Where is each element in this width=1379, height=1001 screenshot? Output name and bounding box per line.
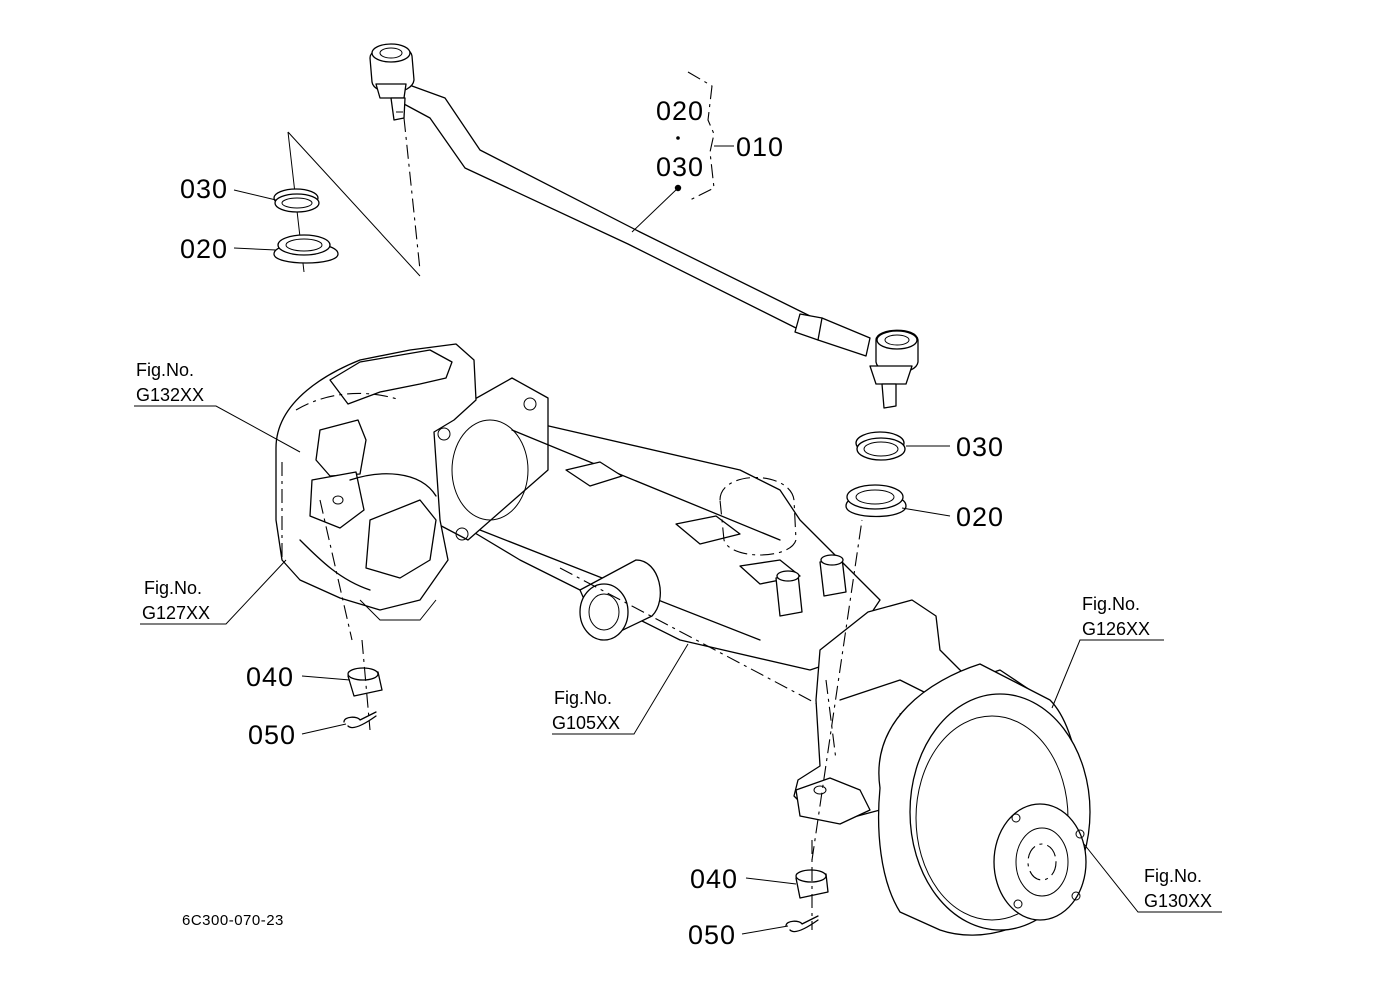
callout-left-040: 040 — [246, 662, 294, 692]
left-castle-nut[interactable] — [347, 639, 383, 731]
callout-left-020: 020 — [180, 234, 228, 264]
labels: 020 030 010 030 020 030 020 040 050 040 … — [136, 96, 1212, 950]
front-axle-case[interactable] — [419, 377, 881, 717]
right-dust-seal[interactable] — [845, 484, 907, 518]
right-castle-nut[interactable] — [795, 840, 829, 930]
callout-left-030: 030 — [180, 174, 228, 204]
callout-left-050: 050 — [248, 720, 296, 750]
fig-ref-g132-code: G132XX — [136, 385, 204, 405]
fig-ref-g126-title: Fig.No. — [1082, 594, 1140, 614]
right-snap-ring[interactable] — [855, 431, 906, 461]
tie-rod-assembly[interactable] — [369, 43, 919, 409]
callout-right-030: 030 — [956, 432, 1004, 462]
wheel-hub[interactable] — [877, 663, 1091, 936]
right-ball-joint-icon — [869, 329, 919, 409]
fig-ref-g105-title: Fig.No. — [554, 688, 612, 708]
callout-group-010: 010 — [736, 132, 784, 162]
callout-leaders — [134, 189, 1222, 935]
left-cotter-pin[interactable] — [343, 711, 377, 729]
fig-ref-g127-code: G127XX — [142, 603, 210, 623]
left-snap-ring[interactable] — [273, 188, 320, 213]
fig-ref-g132-title: Fig.No. — [136, 360, 194, 380]
left-gear-case[interactable] — [275, 343, 477, 641]
fig-ref-g127-title: Fig.No. — [144, 578, 202, 598]
fig-ref-g105-code: G105XX — [552, 713, 620, 733]
callout-group-020: 020 — [656, 96, 704, 126]
fig-ref-g130-title: Fig.No. — [1144, 866, 1202, 886]
left-dust-seal[interactable] — [273, 234, 339, 264]
fig-ref-g126-code: G126XX — [1082, 619, 1150, 639]
right-cotter-pin[interactable] — [785, 915, 819, 933]
callout-right-040: 040 — [690, 864, 738, 894]
callout-right-050: 050 — [688, 920, 736, 950]
callout-right-020: 020 — [956, 502, 1004, 532]
callout-group-030: 030 — [656, 152, 704, 182]
drawing-code: 6C300-070-23 — [182, 912, 284, 929]
fig-ref-g130-code: G130XX — [1144, 891, 1212, 911]
left-ball-joint-icon — [369, 43, 415, 121]
